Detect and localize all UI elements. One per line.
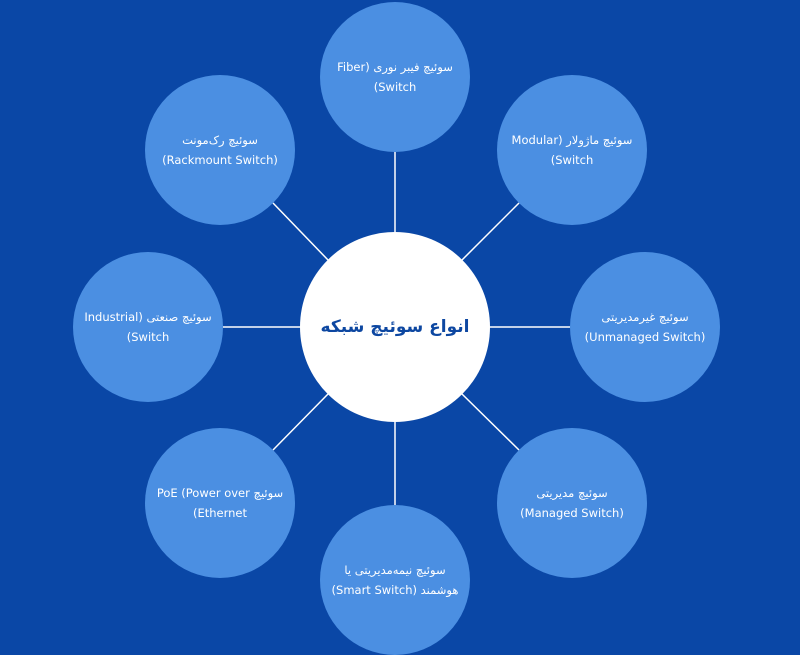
node-label: Switch)	[373, 80, 417, 94]
node-smart-switch: سوئیچ نیمه‌مدیریتی یا هوشمند (Smart Switc…	[320, 505, 470, 655]
connector-managed	[461, 393, 520, 451]
node-label: سوئیچ فیبر نوری (Fiber	[337, 60, 453, 74]
node-label: سوئیچ نیمه‌مدیریتی یا	[344, 563, 446, 577]
node-label: هوشمند (Smart Switch)	[331, 583, 459, 597]
center-title: انواع سوئیچ شبکه	[320, 317, 470, 337]
node-label: سوئیچ رک‌مونت	[182, 133, 258, 147]
node-label: سوئیچ ماژولار (Modular	[511, 133, 633, 147]
connector-modular	[461, 202, 520, 261]
node-label: Switch)	[126, 330, 170, 344]
node-managed-switch: سوئیچ مدیریتی (Managed Switch)	[497, 428, 647, 578]
node-rackmount-switch: سوئیچ رک‌مونت (Rackmount Switch)	[145, 75, 295, 225]
connector-poe	[272, 393, 329, 451]
node-label: (Unmanaged Switch)	[584, 330, 706, 344]
node-label: سوئیچ صنعتی (Industrial	[84, 310, 212, 324]
node-unmanaged-switch: سوئیچ غیرمدیریتی (Unmanaged Switch)	[570, 252, 720, 402]
node-label: Ethernet)	[192, 506, 248, 520]
node-label: سوئیچ مدیریتی	[536, 486, 608, 500]
node-label: سوئیچ PoE (Power over	[156, 486, 284, 500]
node-label: (Rackmount Switch)	[162, 153, 278, 167]
connector-rackmount	[272, 202, 329, 261]
center-node: انواع سوئیچ شبکه	[300, 232, 490, 422]
node-label: (Managed Switch)	[520, 506, 624, 520]
node-label: سوئیچ غیرمدیریتی	[601, 310, 689, 324]
node-label: Switch)	[550, 153, 594, 167]
